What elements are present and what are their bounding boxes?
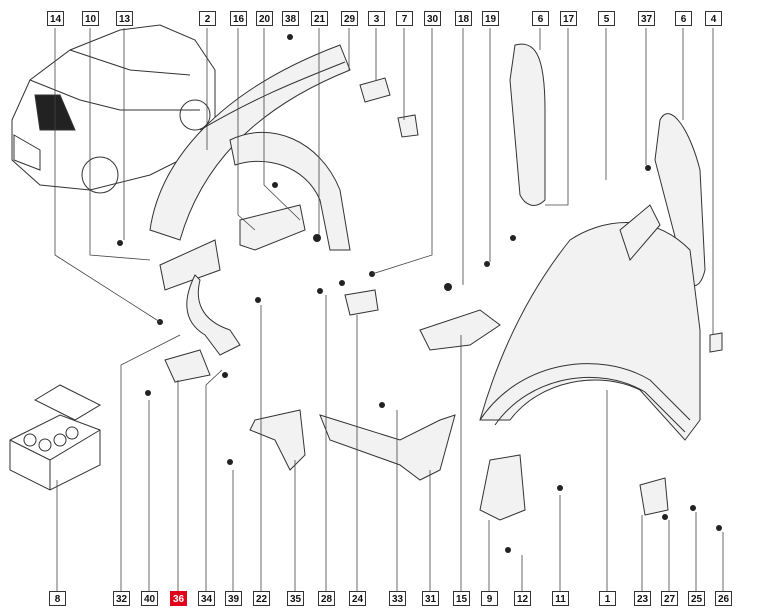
callout-6[interactable]: 6 [532,11,549,26]
part-fender [479,222,701,441]
part-shield-6-left [509,43,546,206]
callout-17[interactable]: 17 [560,11,577,26]
callout-20[interactable]: 20 [256,11,273,26]
callout-2[interactable]: 2 [199,11,216,26]
callout-39[interactable]: 39 [225,591,242,606]
part-support-32 [186,274,241,356]
callout-5[interactable]: 5 [598,11,615,26]
callout-21[interactable]: 21 [311,11,328,26]
callout-35[interactable]: 35 [287,591,304,606]
callout-37[interactable]: 37 [638,11,655,26]
callout-30[interactable]: 30 [424,11,441,26]
callout-28[interactable]: 28 [318,591,335,606]
callout-15[interactable]: 15 [453,591,470,606]
callout-32[interactable]: 32 [113,591,130,606]
part-bracket-9 [479,454,526,521]
part-rail-31 [319,414,456,481]
part-clip-24 [344,289,379,316]
part-bracket-36 [164,349,211,383]
part-bracket-10 [159,239,221,291]
part-wheel-arch-liner [149,44,351,241]
callout-22[interactable]: 22 [253,591,270,606]
part-bracket-23 [639,477,669,516]
callout-25[interactable]: 25 [688,591,705,606]
callout-8[interactable]: 8 [49,591,66,606]
callout-36[interactable]: 36 [170,591,187,606]
callout-13[interactable]: 13 [116,11,133,26]
callout-40[interactable]: 40 [141,591,158,606]
part-bracket-15 [419,309,501,351]
part-bracket-16 [239,204,306,251]
callout-11[interactable]: 11 [552,591,569,606]
callout-38[interactable]: 38 [282,11,299,26]
callout-14[interactable]: 14 [47,11,64,26]
callout-19[interactable]: 19 [482,11,499,26]
callout-33[interactable]: 33 [389,591,406,606]
callout-23[interactable]: 23 [634,591,651,606]
callout-4[interactable]: 4 [705,11,722,26]
callout-31[interactable]: 31 [422,591,439,606]
part-clip-7 [397,114,419,138]
callout-27[interactable]: 27 [661,591,678,606]
callout-10[interactable]: 10 [82,11,99,26]
callout-26[interactable]: 26 [715,591,732,606]
callout-24[interactable]: 24 [349,591,366,606]
callout-1[interactable]: 1 [599,591,616,606]
part-hinge-5 [619,204,661,261]
part-plate-3 [359,77,391,103]
leader-lines [54,28,724,598]
part-clip-box [9,414,101,491]
callout-18[interactable]: 18 [455,11,472,26]
callout-34[interactable]: 34 [198,591,215,606]
callout-12[interactable]: 12 [514,591,531,606]
callout-3[interactable]: 3 [368,11,385,26]
callout-7[interactable]: 7 [396,11,413,26]
fastener-dots [117,34,722,553]
callout-29[interactable]: 29 [341,11,358,26]
part-clip-4 [709,332,723,353]
callout-6[interactable]: 6 [675,11,692,26]
car-illustration [11,24,216,194]
part-bracket-35 [249,409,306,471]
callout-9[interactable]: 9 [481,591,498,606]
callout-16[interactable]: 16 [230,11,247,26]
